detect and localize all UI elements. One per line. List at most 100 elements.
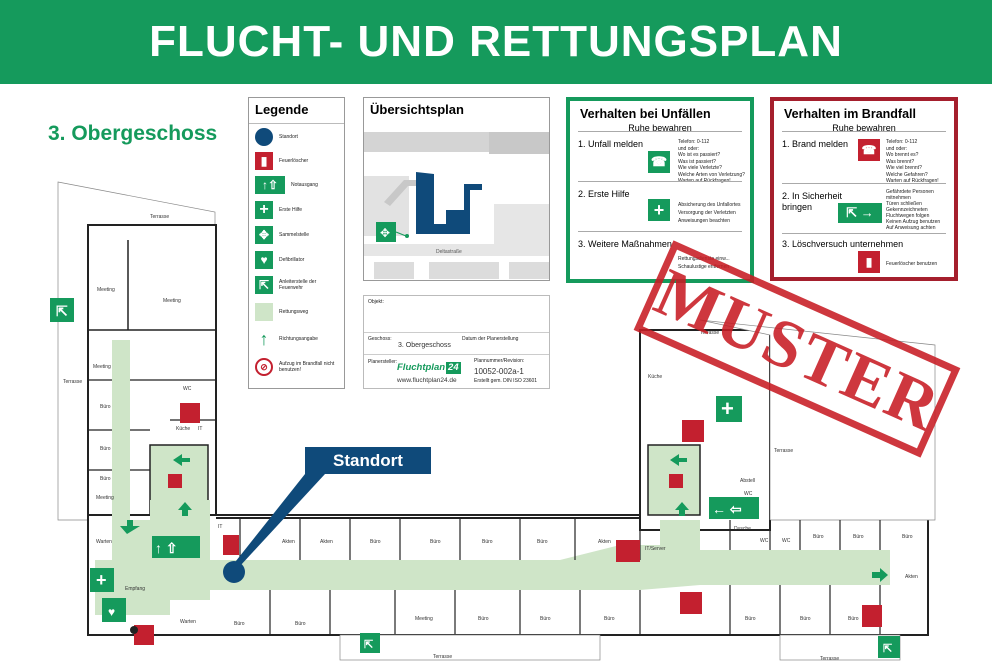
room-label: Büro bbox=[370, 539, 381, 545]
room-label: Terrasse bbox=[820, 656, 839, 662]
svg-text:+: + bbox=[96, 570, 107, 590]
emergency-exit-icon bbox=[152, 536, 200, 558]
legend-item: ⊘ Aufzug im Brandfall nicht benutzen! bbox=[255, 356, 341, 378]
room-label: Warten bbox=[96, 539, 112, 545]
room-label: Büro bbox=[848, 616, 859, 622]
assembly-point-icon: ✥ bbox=[255, 226, 273, 244]
room-label: Empfang bbox=[125, 586, 145, 592]
fire-extinguisher-icon bbox=[682, 420, 704, 442]
room-label: Terrasse bbox=[700, 330, 719, 336]
street-label: Deltastraße bbox=[436, 249, 462, 255]
room-label: Büro bbox=[295, 621, 306, 627]
direction-arrow-icon bbox=[872, 568, 888, 582]
room-label: Meeting bbox=[415, 616, 433, 622]
first-aid-icon: + bbox=[648, 199, 670, 221]
standort-pointer bbox=[232, 474, 325, 566]
terrace-right bbox=[699, 319, 936, 521]
room-label: IT bbox=[218, 524, 222, 530]
room-label: Büro bbox=[604, 616, 615, 622]
room-label: Büro bbox=[540, 616, 551, 622]
plan-info-block: Objekt: Geschoss: 3. Obergeschoss Datum … bbox=[363, 295, 550, 389]
room-label: Büro bbox=[745, 616, 756, 622]
svg-text:+: + bbox=[721, 396, 734, 421]
room-label: Warten bbox=[180, 619, 196, 625]
fire-extinguisher-icon bbox=[223, 535, 239, 555]
legend-item: Standort bbox=[255, 126, 298, 148]
room-label: Akten bbox=[282, 539, 295, 545]
fluchtplan24-logo: Fluchtplan 24 bbox=[397, 362, 461, 374]
room-label: Meeting bbox=[163, 298, 181, 304]
room-label: Terrasse bbox=[774, 448, 793, 454]
extinguisher-marker bbox=[130, 626, 138, 634]
room-label: Terrasse bbox=[63, 379, 82, 385]
fire-extinguisher-icon bbox=[862, 605, 882, 627]
room-label: Terrasse bbox=[433, 654, 452, 660]
room-label: IT bbox=[198, 426, 202, 432]
room-label: Akten bbox=[905, 574, 918, 580]
first-aid-icon bbox=[90, 568, 114, 592]
stair-core-right bbox=[647, 444, 701, 516]
svg-text:⇱: ⇱ bbox=[364, 639, 373, 651]
legend-item: Rettungsweg bbox=[255, 301, 308, 323]
defibrillator-icon: ♥ bbox=[255, 251, 273, 269]
room-label: Büro bbox=[902, 534, 913, 540]
room-label: Büro bbox=[100, 446, 111, 452]
room-label: Akten bbox=[320, 539, 333, 545]
emergency-exit-icon: ⇱ → bbox=[838, 203, 882, 223]
svg-text:⇱: ⇱ bbox=[883, 643, 892, 655]
legend-title: Legende bbox=[249, 98, 344, 124]
room-label: Küche bbox=[648, 374, 662, 380]
defibrillator-icon bbox=[102, 598, 126, 622]
legend-item: ▮ Feuerlöscher bbox=[255, 150, 308, 172]
legend-item: ↑ Richtungsangabe bbox=[255, 328, 318, 350]
room-label: WC bbox=[782, 538, 791, 544]
svg-text:⇱: ⇱ bbox=[56, 303, 68, 319]
first-aid-icon: + bbox=[255, 201, 273, 219]
overview-title: Übersichtsplan bbox=[370, 102, 464, 117]
room-label: Büro bbox=[813, 534, 824, 540]
fire-instructions-box: Verhalten im Brandfall Ruhe bewahren 1. … bbox=[770, 97, 958, 281]
first-aid-icon bbox=[716, 396, 742, 422]
direction-arrow-icon bbox=[120, 520, 140, 534]
room-label: Dusche bbox=[734, 526, 751, 532]
room-label: Büro bbox=[482, 539, 493, 545]
ladder-point-icon bbox=[50, 298, 74, 322]
ladder-point-icon bbox=[360, 633, 380, 653]
page-title: FLUCHT- UND RETTUNGSPLAN bbox=[0, 0, 992, 84]
fire-alarm-phone-icon: ☎ bbox=[858, 139, 880, 161]
no-elevator-icon bbox=[669, 474, 683, 488]
direction-arrow-icon bbox=[178, 502, 192, 516]
fire-extinguisher-icon bbox=[680, 592, 702, 614]
floor-label: 3. Obergeschoss bbox=[48, 122, 218, 145]
room-label: Meeting bbox=[97, 287, 115, 293]
direction-arrow-icon: ↑ bbox=[259, 328, 269, 349]
svg-text:✥: ✥ bbox=[380, 226, 390, 240]
fire-extinguisher-icon bbox=[134, 625, 154, 645]
room-label: Terrasse bbox=[150, 214, 169, 220]
accident-instructions-box: Verhalten bei Unfällen Ruhe bewahren 1. … bbox=[566, 97, 754, 283]
fire-extinguisher-icon: ▮ bbox=[255, 152, 273, 170]
no-elevator-icon: ⊘ bbox=[255, 358, 273, 376]
assembly-point-icon bbox=[376, 222, 396, 242]
legend-item: ⇱ Anleiterstelle der Feuerwehr bbox=[255, 274, 341, 296]
legend-panel: Legende Standort ▮ Feuerlöscher ↑⇧ Notau… bbox=[248, 97, 345, 389]
svg-text:♥: ♥ bbox=[108, 605, 115, 619]
room-label: Abstell bbox=[740, 478, 755, 484]
escape-route bbox=[95, 340, 890, 615]
terrace-bottom bbox=[339, 634, 601, 661]
legend-item: ♥ Defibrillator bbox=[255, 249, 304, 271]
direction-arrow-icon bbox=[670, 454, 687, 466]
svg-text:↑ ⇧: ↑ ⇧ bbox=[155, 540, 178, 556]
standort-dot bbox=[223, 561, 245, 583]
room-label: Büro bbox=[100, 404, 111, 410]
room-label: Meeting bbox=[96, 495, 114, 501]
accident-box-title: Verhalten bei Unfällen bbox=[580, 107, 711, 121]
room-label: WC bbox=[183, 386, 192, 392]
fire-extinguisher-icon bbox=[180, 403, 200, 423]
room-label: Küche bbox=[176, 426, 190, 432]
room-label: WC bbox=[760, 538, 769, 544]
escape-route-swatch-icon bbox=[255, 303, 273, 321]
standort-callout: Standort bbox=[305, 447, 431, 474]
room-label: Büro bbox=[853, 534, 864, 540]
